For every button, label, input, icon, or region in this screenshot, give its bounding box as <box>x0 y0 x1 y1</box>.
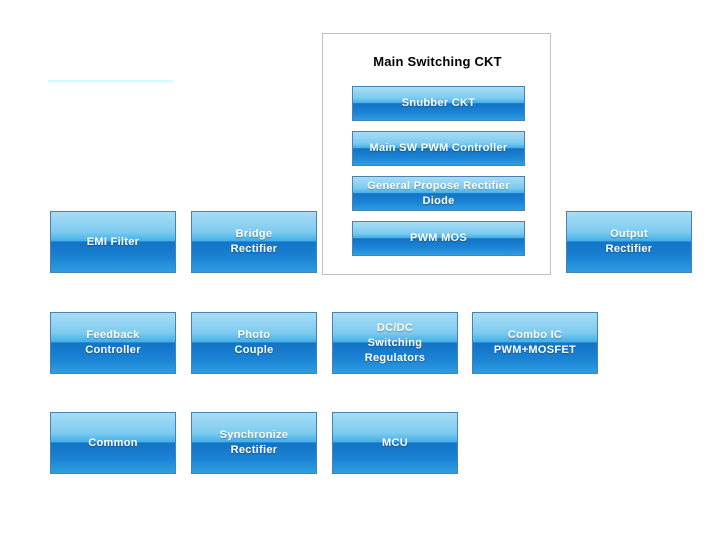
block-common[interactable]: Common <box>50 412 176 474</box>
main-switching-ckt-panel: Main Switching CKT Snubber CKT Main SW P… <box>322 33 551 275</box>
block-label: Snubber CKT <box>401 97 476 109</box>
block-snubber-ckt[interactable]: Snubber CKT <box>352 86 525 121</box>
block-label: Main SW PWM Controller <box>369 142 508 154</box>
panel-title: Main Switching CKT <box>373 54 502 69</box>
block-label: Common <box>88 436 138 449</box>
block-label: EMI Filter <box>86 235 140 248</box>
block-mcu[interactable]: MCU <box>332 412 458 474</box>
block-emi-filter[interactable]: EMI Filter <box>50 211 176 273</box>
block-label: PWM MOS <box>409 232 468 244</box>
block-pwm-mos[interactable]: PWM MOS <box>352 221 525 256</box>
block-main-sw-pwm-controller[interactable]: Main SW PWM Controller <box>352 131 525 166</box>
block-label: MCU <box>382 436 408 449</box>
accent-rule <box>48 80 173 83</box>
